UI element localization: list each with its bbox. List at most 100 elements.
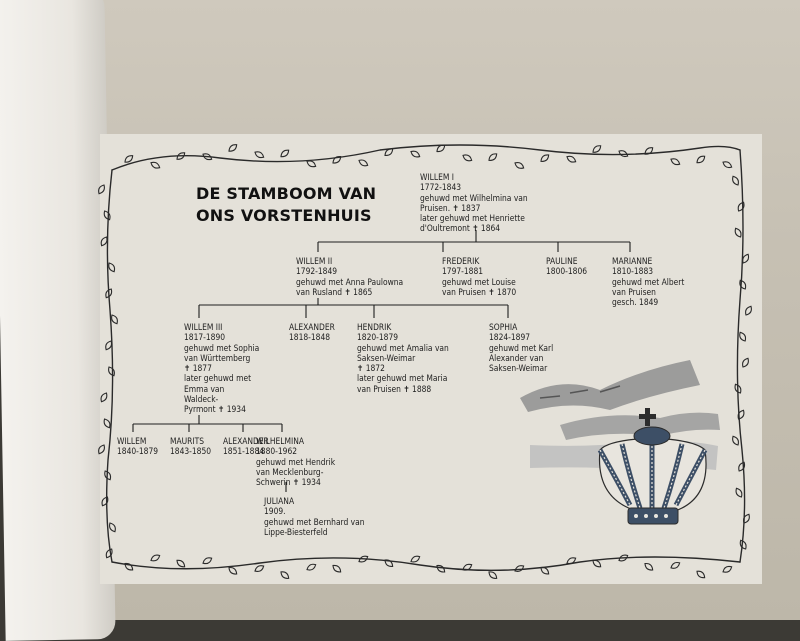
leaf-ornament: [670, 561, 681, 569]
leaf-ornament: [358, 555, 369, 563]
leaf-ornament: [436, 564, 446, 573]
leaf-ornament: [540, 566, 550, 575]
leaf-ornament: [735, 487, 743, 498]
tree-node-line: Emma van: [184, 383, 225, 394]
leaf-ornament: [732, 175, 739, 186]
tree-node-line: van Pruisen ✝ 1888: [357, 383, 432, 394]
tree-node-line: van Pruisen: [612, 286, 656, 297]
leaf-ornament: [737, 409, 745, 420]
leaf-ornament: [176, 152, 186, 160]
leaf-ornament: [111, 314, 118, 325]
tree-node-line: MAURITS: [170, 436, 205, 446]
leaf-ornament: [150, 161, 161, 169]
tree-node-line: 1843-1850: [170, 446, 212, 457]
tree-node-line: ALEXANDER: [289, 322, 335, 332]
tree-node-line: van Rusland ✝ 1865: [296, 286, 373, 297]
tree-node-line: JULIANA: [264, 496, 295, 506]
leaf-ornament: [105, 288, 113, 299]
tree-node-line: 1909.: [264, 506, 286, 517]
tree-node-line: ✝ 1872: [357, 363, 385, 374]
leaf-ornament: [105, 340, 113, 351]
leaf-ornament: [514, 162, 525, 169]
leaf-ornament: [739, 279, 747, 290]
tree-node-line: Saksen-Weimar: [357, 352, 416, 363]
tree-node-line: d'Oultremont ✝ 1864: [420, 223, 501, 234]
leaf-ornament: [742, 357, 749, 368]
leaf-ornament: [124, 562, 134, 571]
leaf-ornament: [566, 557, 577, 565]
leaf-ornament: [644, 562, 654, 571]
leaf-ornament: [722, 565, 733, 573]
leaf-ornament: [514, 565, 525, 572]
tree-node-line: gehuwd met Karl: [489, 342, 554, 353]
tree-node-line: HENDRIK: [357, 322, 392, 332]
leaf-ornament: [737, 201, 745, 212]
tree-node-line: van Mecklenburg-: [256, 466, 324, 477]
tree-node-line: WILLEM II: [296, 256, 333, 266]
tree-node-line: Alexander van: [489, 352, 544, 363]
tree-node-line: gehuwd met Louise: [442, 276, 516, 287]
leaf-ornament: [124, 155, 134, 163]
leaf-ornament: [436, 144, 446, 153]
leaf-ornament: [734, 383, 742, 394]
leaf-ornament: [358, 159, 369, 167]
leaf-ornament: [332, 155, 342, 164]
title-line-2: ONS VORSTENHUIS: [196, 206, 372, 225]
tree-node-line: Schwerin ✝ 1934: [256, 477, 321, 488]
leaf-ornament: [739, 331, 747, 342]
leaf-ornament: [306, 563, 317, 571]
leaf-ornament: [202, 153, 213, 161]
tree-node-line: gesch. 1849: [612, 297, 659, 308]
tree-node-line: gehuwd met Albert: [612, 276, 685, 287]
tree-node-line: WILLEM I: [420, 172, 454, 182]
leaf-ornament: [105, 548, 113, 559]
leaf-ornament: [108, 262, 116, 273]
tree-node-line: later gehuwd met: [184, 373, 252, 384]
leaf-ornament: [462, 563, 473, 571]
leaf-ornament: [739, 539, 747, 550]
tree-node-line: 1817-1890: [184, 332, 226, 343]
tree-node-line: 1840-1879: [117, 446, 159, 457]
leaf-ornament: [103, 210, 111, 221]
leaf-ornament: [734, 227, 742, 238]
tree-node-line: van Pruisen ✝ 1870: [442, 286, 517, 297]
leaf-ornament: [101, 496, 109, 507]
tree-node-line: WILLEM: [117, 436, 147, 446]
leaf-ornament: [732, 435, 739, 446]
tree-node-line: 1820-1879: [357, 332, 399, 343]
leaf-ornament: [100, 236, 108, 247]
leaf-ornament: [742, 253, 750, 264]
tree-node-line: MARIANNE: [612, 256, 653, 266]
leaf-ornament: [488, 571, 498, 579]
leaf-ornament: [592, 145, 602, 153]
leaf-ornament: [384, 559, 394, 568]
crown-illustration: [597, 408, 708, 525]
leaf-ornament: [280, 149, 290, 158]
leaf-ornament: [618, 554, 629, 562]
leaf-ornament: [254, 565, 265, 572]
leaf-ornament: [108, 366, 115, 377]
leaf-ornament: [228, 144, 238, 152]
leaf-ornament: [566, 155, 577, 163]
tree-node-line: Lippe-Biesterfeld: [264, 526, 328, 537]
leaf-ornament: [98, 184, 105, 195]
tree-node-line: van Württemberg: [184, 352, 251, 363]
leaf-ornament: [103, 418, 111, 429]
leaf-ornament: [410, 555, 421, 563]
leaf-ornament: [98, 444, 105, 455]
tree-node-line: 1851-1884: [223, 446, 265, 457]
tree-node-line: 1800-1806: [546, 266, 588, 277]
tree-node-line: WILLEM III: [184, 322, 223, 332]
tree-node-line: gehuwd met Sophia: [184, 342, 260, 353]
tree-node-line: later gehuwd met Henriette: [420, 213, 525, 224]
tree-node-line: 1824-1897: [489, 332, 531, 343]
leaf-ornament: [696, 570, 706, 579]
